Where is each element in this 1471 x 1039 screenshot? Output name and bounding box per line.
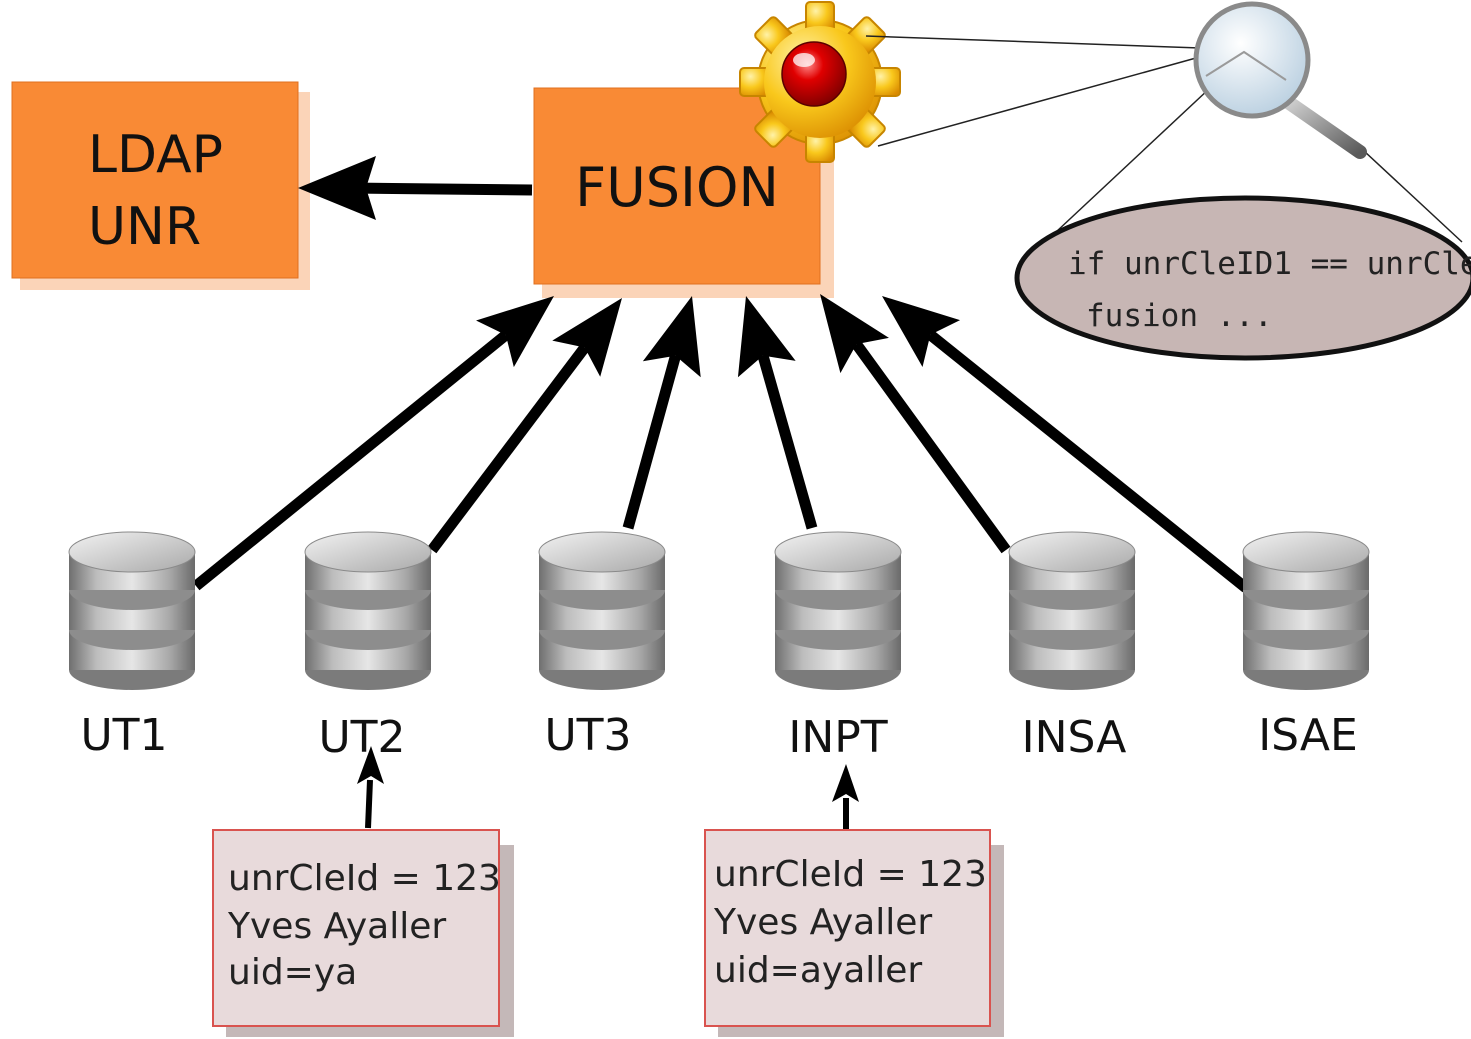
record-arrows (357, 746, 859, 830)
record-inpt-line-2: Yves Ayaller (713, 902, 932, 943)
source-label-ut1: UT1 (80, 710, 167, 761)
database-icon-ut3 (538, 531, 666, 691)
red-ball (781, 41, 847, 107)
arrow-shaft-ut3 (622, 354, 681, 530)
source-labels: UT1 UT2 UT3 INPT INSA ISAE (80, 710, 1357, 763)
record-ut2-line-1: unrCleId = 123 (228, 858, 501, 899)
record-inpt-line-1: unrCleId = 123 (714, 854, 987, 895)
arrow-shaft-ut1 (192, 330, 510, 591)
source-label-isae: ISAE (1258, 710, 1358, 761)
arrow-shaft-inpt (757, 354, 818, 530)
condition-line-1: if unrCleID1 == unrCleID2 (1068, 246, 1471, 282)
record-note-ut2: unrCleId = 123 Yves Ayaller uid=ya (212, 829, 514, 1037)
ldap-unr-box: LDAP UNR (11, 81, 310, 290)
gear-icon (739, 1, 901, 163)
arrow-head-inpt (737, 296, 796, 378)
zoom-lines (865, 35, 1463, 243)
arrow-head-ut1 (476, 296, 554, 368)
arrow-shaft-isae (926, 330, 1250, 593)
database-icon-isae (1242, 531, 1370, 691)
database-icon-inpt (774, 531, 902, 691)
ldap-label: LDAP (88, 125, 223, 185)
record-note-inpt: unrCleId = 123 Yves Ayaller uid=ayaller (704, 829, 1004, 1037)
arrow-head-insa (820, 294, 889, 374)
database-icon-ut2 (304, 531, 432, 691)
arrow-fusion-to-ldap (298, 156, 533, 220)
record-ut2-line-2: Yves Ayaller (227, 906, 446, 947)
arrow-head-ut3 (642, 296, 701, 378)
record-inpt-line-3: uid=ayaller (714, 950, 922, 991)
record-ut2-line-3: uid=ya (228, 952, 357, 993)
database-icon-insa (1008, 531, 1136, 691)
source-label-inpt: INPT (788, 712, 887, 763)
arrow-shaft-insa (851, 340, 1011, 554)
source-label-ut3: UT3 (544, 710, 631, 761)
source-arrows (192, 294, 1250, 593)
fusion-label: FUSION (575, 156, 779, 219)
database-icon-ut1 (68, 531, 196, 691)
source-label-ut2: UT2 (318, 712, 405, 763)
source-label-insa: INSA (1022, 712, 1127, 763)
unr-label: UNR (88, 197, 201, 257)
magnifier-icon (1193, 1, 1367, 159)
source-databases (68, 531, 1370, 691)
condition-line-2: fusion ... (1086, 298, 1273, 334)
arrow-shaft-ut2 (427, 344, 590, 554)
condition-bubble: if unrCleID1 == unrCleID2 fusion ... (1014, 195, 1471, 361)
arrow-head-isae (882, 296, 961, 367)
arrow-head-ut2 (552, 298, 622, 377)
